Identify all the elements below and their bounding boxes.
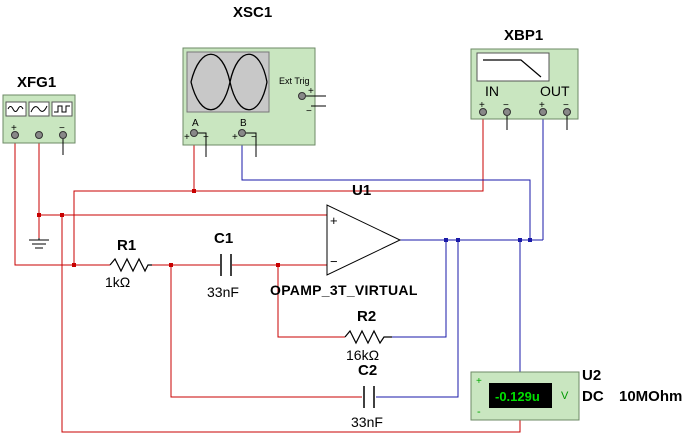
junction (192, 189, 196, 193)
oscilloscope-xsc1[interactable]: XSC1 Ext Trig + − A B + − + − (182, 4, 326, 157)
u1-model-label: OPAMP_3T_VIRTUAL (270, 282, 418, 298)
junction (37, 213, 41, 217)
u2-mode: DC (582, 388, 604, 405)
scope-waveform-icon (190, 53, 268, 111)
wire-output-to-scope-b[interactable] (241, 140, 531, 240)
capacitor-c1[interactable]: C1 33nF (207, 230, 239, 300)
bode-plotter-xbp1[interactable]: XBP1 IN OUT + − + − (470, 27, 579, 130)
xsc1-ext-trig-terminal[interactable] (298, 92, 306, 100)
wire-long-bottom-return[interactable] (61, 215, 521, 433)
xsc1-label: XSC1 (233, 4, 272, 21)
junction (60, 213, 64, 217)
xsc1-b-minus: − (251, 132, 257, 143)
xsc1-ext-plus: + (308, 86, 314, 97)
opamp-triangle-icon (326, 204, 402, 276)
c1-value: 33nF (207, 284, 239, 300)
xsc1-channel-b-label: B (240, 118, 247, 129)
red-wires (14, 116, 521, 433)
xsc1-channel-a-terminal[interactable] (190, 129, 198, 137)
wire-fg-plus-to-r1[interactable] (14, 140, 110, 266)
u2-plus-label: + (476, 376, 482, 387)
u2-label: U2 (582, 367, 601, 384)
u1-minus-pin-label: − (330, 254, 338, 269)
bode-rolloff-icon (483, 59, 542, 78)
xsc1-channel-b-terminal[interactable] (238, 129, 246, 137)
resistor-icon (344, 329, 392, 345)
r1-label: R1 (117, 237, 136, 254)
xbp1-in-label: IN (485, 83, 499, 99)
u1-plus-pin-label: + (330, 213, 338, 228)
junction (528, 238, 532, 242)
xfg1-minus-label: − (59, 123, 65, 134)
u2-display (489, 383, 552, 408)
xbp1-in-minus-label: − (503, 100, 509, 111)
xsc1-screen (186, 51, 270, 113)
c2-value: 33nF (351, 414, 383, 430)
r1-value: 1kΩ (105, 274, 130, 290)
ground-symbol[interactable] (29, 238, 49, 249)
r2-label: R2 (357, 308, 376, 325)
xfg1-terminal-minus[interactable] (59, 131, 67, 139)
xbp1-out-minus-label: − (563, 100, 569, 111)
u2-unit: V (561, 390, 569, 402)
xbp1-label: XBP1 (504, 27, 543, 44)
voltmeter-u2[interactable]: -0.129u V + - U2 DC 10MOhm (470, 367, 682, 421)
junction (169, 263, 173, 267)
xsc1-a-plus: + (184, 132, 190, 143)
xbp1-in-plus-label: + (479, 100, 485, 111)
function-generator-xfg1[interactable]: XFG1 + − (2, 74, 76, 155)
xsc1-ext-trig-label: Ext Trig (279, 76, 310, 86)
blue-wires (241, 116, 544, 398)
capacitor-icon (363, 386, 375, 408)
junction (72, 263, 76, 267)
u2-minus-label: - (477, 406, 481, 418)
u2-reading: -0.129u (495, 389, 540, 404)
resistor-icon (109, 257, 152, 273)
wire-node-to-c2[interactable] (170, 265, 362, 398)
xfg1-terminal-common[interactable] (35, 131, 43, 139)
xbp1-out-minus-terminal[interactable] (563, 108, 571, 116)
xsc1-channel-a-label: A (192, 118, 199, 129)
junction (444, 238, 448, 242)
u1-label: U1 (352, 182, 371, 199)
u2-resistance: 10MOhm (619, 388, 682, 405)
junction (456, 238, 460, 242)
xfg1-terminal-plus[interactable] (11, 131, 19, 139)
resistor-r2[interactable]: R2 16kΩ (344, 308, 392, 363)
c2-label: C2 (358, 362, 377, 379)
xbp1-out-label: OUT (540, 83, 570, 99)
xsc1-ext-minus: − (306, 106, 312, 117)
xfg1-plus-label: + (11, 123, 17, 134)
wire-node-to-r2[interactable] (277, 265, 345, 338)
c1-label: C1 (214, 230, 233, 247)
xfg1-label: XFG1 (17, 74, 56, 91)
xbp1-in-minus-terminal[interactable] (503, 108, 511, 116)
square-wave-icon (51, 101, 73, 117)
capacitor-icon (220, 254, 232, 276)
wire-c2-feedback[interactable] (376, 240, 459, 398)
sine-wave-icon (5, 101, 27, 117)
capacitor-c2[interactable]: C2 33nF (351, 362, 383, 430)
xbp1-out-plus-label: + (539, 100, 545, 111)
r2-value: 16kΩ (346, 347, 379, 363)
junction (276, 263, 280, 267)
xsc1-b-plus: + (232, 132, 238, 143)
opamp-u1[interactable]: U1 + − OPAMP_3T_VIRTUAL (270, 182, 418, 298)
resistor-r1[interactable]: R1 1kΩ (105, 237, 152, 290)
wire-r2-feedback[interactable] (392, 240, 447, 338)
wire-to-bodeplotter-in-plus[interactable] (74, 116, 484, 192)
triangle-wave-icon (28, 101, 50, 117)
xbp1-out-plus-terminal[interactable] (539, 108, 547, 116)
junction (518, 238, 522, 242)
xbp1-screen (476, 52, 550, 82)
junction-dots (37, 189, 532, 267)
xbp1-in-plus-terminal[interactable] (479, 108, 487, 116)
